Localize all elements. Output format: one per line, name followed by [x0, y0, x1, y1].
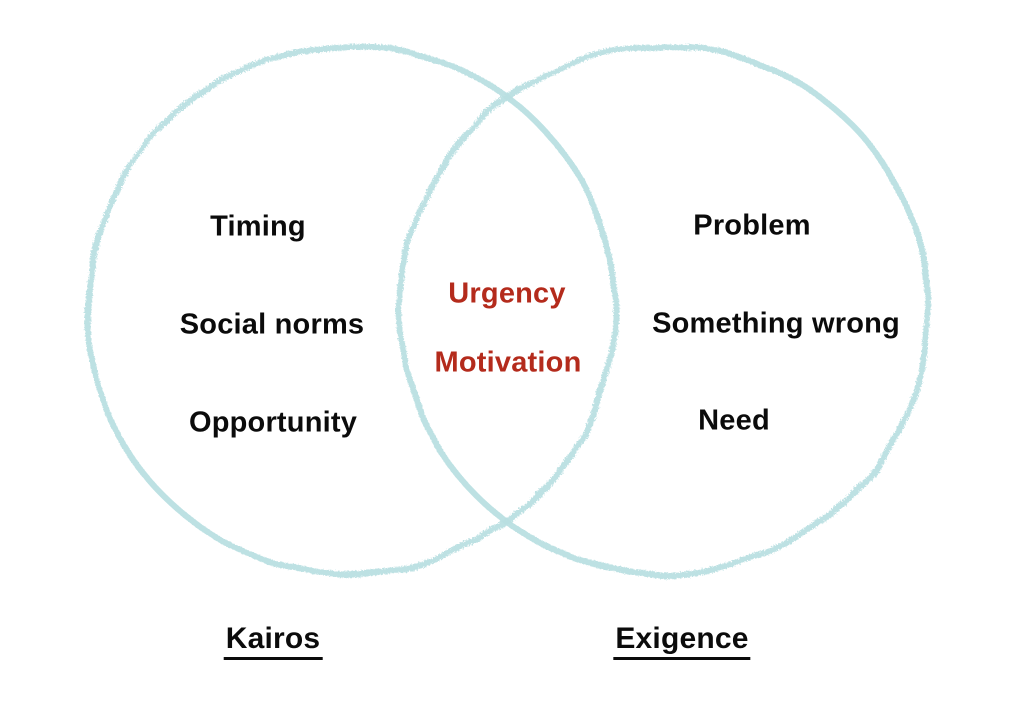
overlap-item-motivation: Motivation	[434, 346, 582, 379]
right-circle	[397, 43, 931, 577]
right-item-need: Need	[698, 404, 770, 437]
left-circle	[84, 43, 618, 577]
left-item-opportunity: Opportunity	[188, 406, 358, 439]
left-item-social-norms: Social norms	[179, 308, 365, 341]
left-item-timing: Timing	[210, 210, 306, 243]
right-item-something-wrong: Something wrong	[652, 307, 900, 340]
right-circle-title-exigence: Exigence	[613, 624, 751, 660]
left-circle-title-kairos: Kairos	[223, 624, 323, 660]
right-item-problem: Problem	[693, 209, 811, 242]
overlap-item-urgency: Urgency	[448, 277, 566, 310]
